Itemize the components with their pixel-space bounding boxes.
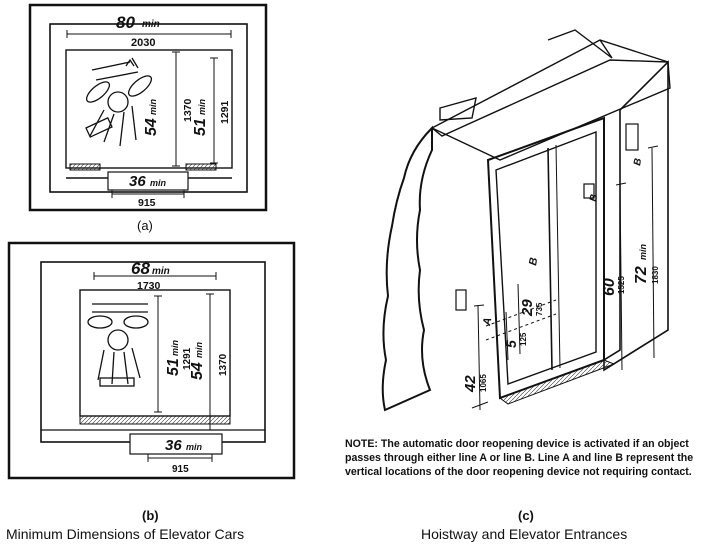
figure-b-inner-depth-min: min <box>170 339 180 356</box>
figure-c-hall-lantern <box>625 123 639 151</box>
figure-a-width-min: min <box>142 19 160 30</box>
figure-a-door-in: 36 <box>129 173 146 190</box>
figure-a-depth-mm: 1370 <box>182 98 194 122</box>
figure-a-car-outer <box>49 23 248 193</box>
figure-b-width-min: min <box>152 266 170 277</box>
figure-a-door-mm: 915 <box>138 197 156 209</box>
figure-a-depth-in: 54 <box>143 118 160 136</box>
figure-c-dim-72-min: min <box>638 243 648 260</box>
figure-a-car-inner <box>65 49 233 169</box>
figure-c-dim-5-in: 5 <box>503 340 519 348</box>
figure-c-dim-5-mm: 125 <box>519 332 528 346</box>
figure-b-width-in: 68 <box>131 259 150 278</box>
figure-a-depth-min: min <box>148 98 158 115</box>
figure-b-door-mm: 915 <box>172 464 189 475</box>
figure-c-isometric <box>381 29 671 412</box>
figure-c-lantern-b: B <box>588 193 600 202</box>
figure-b-inner-depth-mm: 1291 <box>182 347 193 370</box>
figure-a-wheelchair-icon <box>85 57 153 147</box>
figure-c-dim-60-mm: 1525 <box>617 276 626 294</box>
figure-c-line-a: A <box>481 317 494 328</box>
figure-b-depth-in: 54 <box>189 362 206 380</box>
figure-a-plan <box>28 3 268 212</box>
figure-c-indicator-b: B <box>632 157 644 166</box>
caption-elevator-cars: Minimum Dimensions of Elevator Cars <box>6 526 245 542</box>
figure-b-door-min: min <box>186 442 203 452</box>
figure-a-hoistway <box>28 3 268 212</box>
figure-b-hoistway <box>7 241 296 480</box>
figure-a-inner-depth-in: 51 <box>192 118 209 136</box>
caption-hoistway: Hoistway and Elevator Entrances <box>421 526 628 542</box>
figure-a-label: (a) <box>137 218 153 233</box>
figure-b-wheelchair-icon <box>87 303 149 387</box>
figure-a-door-min: min <box>150 178 167 188</box>
figure-c-dim-42-in: 42 <box>462 375 479 393</box>
figure-c-dim-29-in: 29 <box>519 299 536 317</box>
figure-b-plan <box>7 241 296 480</box>
door-reopening-note: NOTE: The automatic door reopening devic… <box>345 438 694 478</box>
figure-c-dim-42-mm: 1065 <box>479 374 488 392</box>
figure-c-wall-edge <box>381 125 433 412</box>
figure-b-car-inner <box>79 289 231 417</box>
figure-b-door-in: 36 <box>165 437 182 454</box>
figure-b-depth-min: min <box>194 341 204 358</box>
figure-a-inner-depth-min: min <box>197 98 207 115</box>
figure-c-line-b: B <box>527 257 540 267</box>
figure-b-depth-mm: 1370 <box>218 353 229 376</box>
figure-b-width-mm: 1730 <box>137 280 161 292</box>
figure-b-label: (b) <box>142 508 159 523</box>
figure-a-width-mm: 2030 <box>131 37 155 49</box>
figure-c-dim-72-mm: 1830 <box>651 266 660 284</box>
figure-a-width-in: 80 <box>116 13 135 32</box>
figure-c-car-position-indicator <box>583 183 595 199</box>
figure-c-label: (c) <box>518 508 534 523</box>
figure-c-dim-29-mm: 735 <box>535 302 544 316</box>
figure-c-call-button <box>455 289 467 311</box>
figure-a-inner-depth-mm: 1291 <box>219 100 231 124</box>
figure-c-dim-72-in: 72 <box>633 266 650 284</box>
figure-c-dim-60-in: 60 <box>601 278 618 296</box>
figure-b-inner-depth-in: 51 <box>165 358 182 376</box>
